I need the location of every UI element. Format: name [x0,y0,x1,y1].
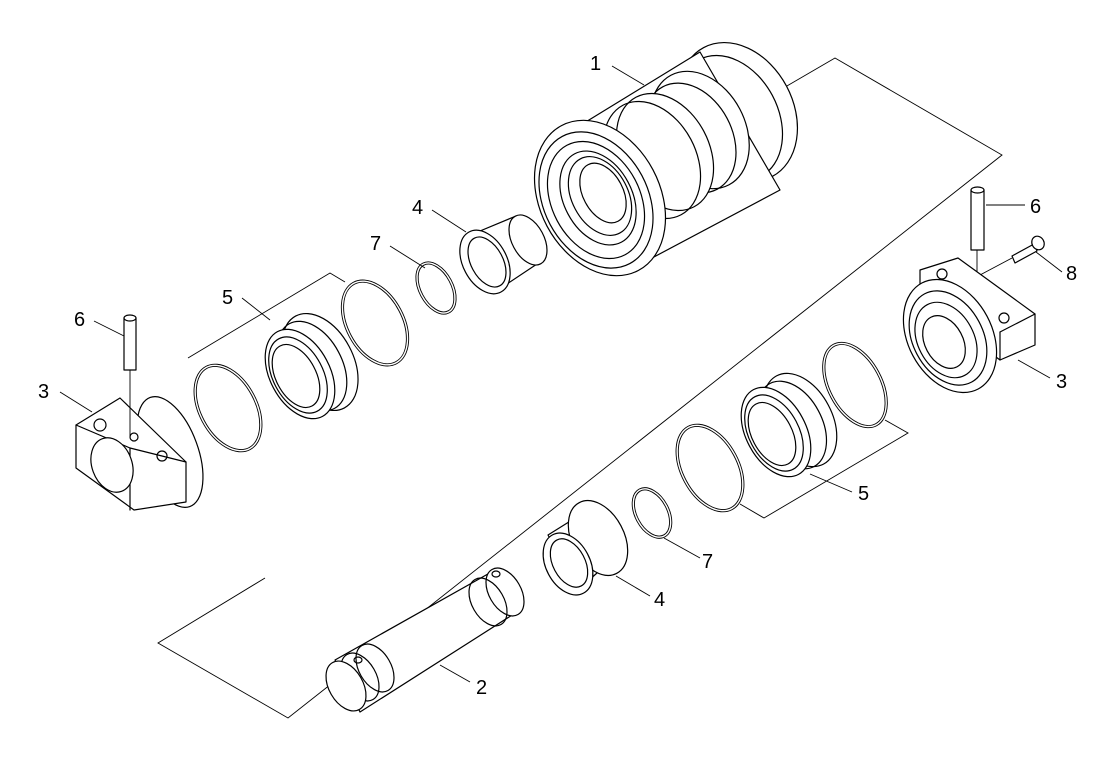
callout-1: 1 [590,53,601,75]
roller-body [533,41,799,277]
callout-3-right: 3 [1056,371,1067,393]
callout-6-left: 6 [74,309,85,331]
o-ring-lower [631,487,673,539]
callout-8: 8 [1066,263,1077,285]
callout-7-upper: 7 [370,233,381,255]
leader-1 [611,65,645,86]
leader-4-lower [615,575,651,597]
callout-2: 2 [476,677,487,699]
callout-6-right: 6 [1030,196,1041,218]
seal-set-left [187,272,410,453]
callout-4-lower: 4 [654,589,665,611]
leader-3-right [1017,359,1051,379]
leader-7-upper [389,245,426,269]
callout-4-upper: 4 [412,197,423,219]
leader-4-upper [431,209,467,233]
leader-5-right [809,473,853,493]
callout-5-left: 5 [222,287,233,309]
end-collar-right [902,257,1036,394]
o-ring-upper [415,261,457,315]
leader-3-left [59,391,93,413]
shaft [325,567,525,713]
bushing-lower [542,500,629,596]
callout-7-lower: 7 [702,551,713,573]
leader-6-left [93,320,125,337]
leader-7-lower [663,537,701,559]
pin-left [123,314,137,437]
assembly-bracket-line [157,57,1003,719]
bushing-upper [459,214,548,295]
pin-right [970,186,985,290]
bolt [979,235,1045,276]
end-collar-left [75,396,204,511]
seal-set-right [675,341,909,519]
leader-2 [439,664,471,683]
callout-5-right: 5 [858,483,869,505]
leader-5-left [241,297,271,321]
leader-8 [1035,251,1063,273]
callout-3-left: 3 [38,381,49,403]
